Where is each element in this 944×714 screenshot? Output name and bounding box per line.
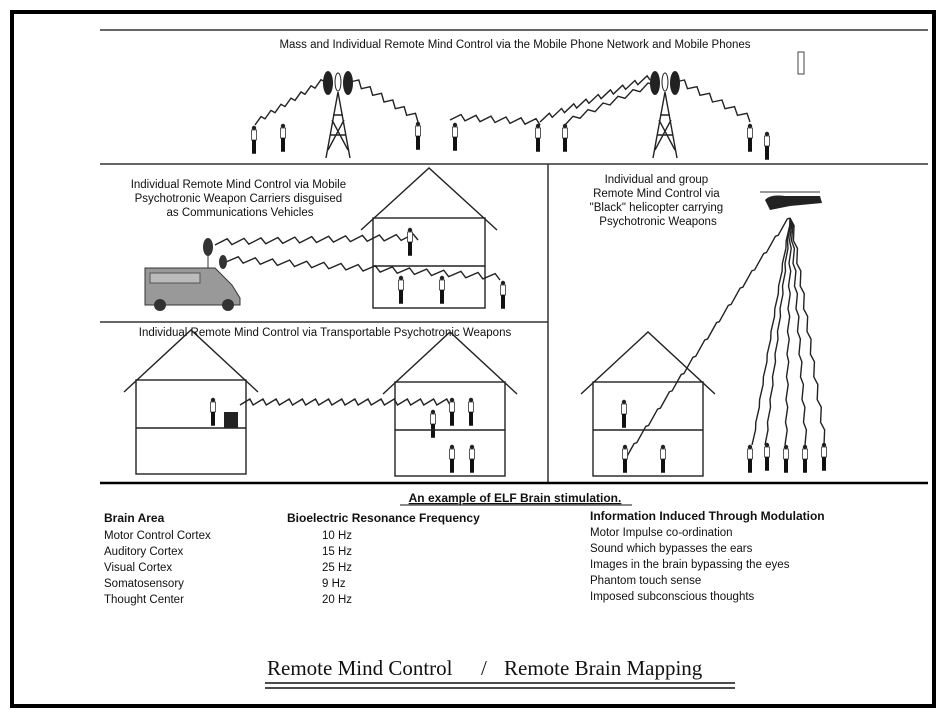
signal-wave [254,78,326,126]
person-figure [621,399,627,428]
table-cell: Motor Impulse co-ordination [590,527,733,539]
person-figure [660,444,666,473]
header-brain-area: Brain Area [104,511,165,525]
elf-table: An example of ELF Brain stimulation. Bra… [104,491,825,606]
signal-wave [349,79,419,123]
header-information: Information Induced Through Modulation [590,509,825,523]
table-cell: Motor Control Cortex [104,530,211,542]
table-row: Visual Cortex 25 Hz Images in the brain by… [104,559,790,574]
table-cell: 9 Hz [322,578,346,590]
signal-wave [764,217,792,446]
signal-zigzags [214,74,826,461]
person-figure [469,444,475,473]
person-figure [452,122,458,151]
person-figure [747,444,753,473]
signal-wave [239,398,451,406]
signal-wave [225,255,501,281]
person-figure [783,444,789,473]
table-row: Somatosensory 9 Hz Phantom touch sense [104,575,701,590]
table-cell: Auditory Cortex [104,546,184,558]
footer-separator: / [481,656,487,680]
person-figure [280,123,286,152]
signal-wave [789,217,826,446]
signal-wave [624,217,791,461]
table-cell: Imposed subconscious thoughts [590,591,755,603]
signal-wave [784,217,793,446]
table-cell: 15 Hz [322,546,352,558]
table-cell: 10 Hz [322,530,352,542]
person-figure [449,444,455,473]
van-icon [144,238,241,311]
table-title: An example of ELF Brain stimulation. [409,491,622,505]
person-figure [764,131,770,160]
house-icon [123,329,259,475]
person-figure [430,409,436,438]
helicopter-icon [760,191,822,210]
signal-wave [564,82,656,126]
table-cell: Images in the brain bypassing the eyes [590,559,790,571]
mobile-network-title: Mass and Individual Remote Mind Control … [279,39,750,51]
table-row: Motor Control Cortex 10 Hz Motor Impulse c… [104,527,733,542]
person-figure [415,121,421,150]
person-figure [535,123,541,152]
helicopter-title: Individual and group Remote Mind Control… [590,174,727,228]
person-figure [398,275,404,304]
person-figure [821,442,827,471]
footer-left: Remote Mind Control [267,656,453,680]
signal-wave [449,113,541,126]
table-cell: Thought Center [104,594,184,606]
footer-title: Remote Mind Control / Remote Brain Mappi… [265,656,735,689]
table-row: Thought Center 20 Hz Imposed subconscious … [104,591,755,606]
house-icon [360,167,498,309]
house-icon [580,331,716,477]
person-figure [500,280,506,309]
transportable-title: Individual Remote Mind Control via Trans… [139,327,512,339]
person-figure [449,397,455,426]
table-cell: Somatosensory [104,578,184,590]
house-icon [382,331,518,477]
person-figure [407,227,413,256]
person-figure [562,123,568,152]
dividers [100,29,928,485]
signal-wave [539,74,651,123]
cell-towers [323,71,680,159]
person-figure [468,397,474,426]
table-cell: 20 Hz [322,594,352,606]
table-row: Auditory Cortex 15 Hz Sound which bypasses… [104,543,753,558]
cell-tower-icon [323,71,353,159]
person-figure [802,444,808,473]
person-figure [747,123,753,152]
outer-frame [10,10,936,708]
signal-wave [214,233,419,246]
person-figure [622,444,628,473]
header-frequency: Bioelectric Resonance Frequency [287,511,480,525]
person-figure [251,125,257,154]
person-figure [439,275,445,304]
table-cell: Phantom touch sense [590,575,701,587]
person-figure [764,442,770,471]
mobile-phone-icon [797,51,805,75]
signal-wave [674,79,751,123]
people-figures [210,121,827,473]
cell-tower-icon [650,71,680,159]
signal-wave [789,217,808,446]
signal-wave [751,217,791,446]
table-cell: Visual Cortex [104,562,172,574]
houses [123,167,716,477]
weapon-device-icon [224,412,238,428]
vehicle-title: Individual Remote Mind Control via Mobil… [131,179,350,219]
table-cell: 25 Hz [322,562,352,574]
table-cell: Sound which bypasses the ears [590,543,753,555]
footer-right: Remote Brain Mapping [504,656,703,680]
person-figure [210,397,216,426]
